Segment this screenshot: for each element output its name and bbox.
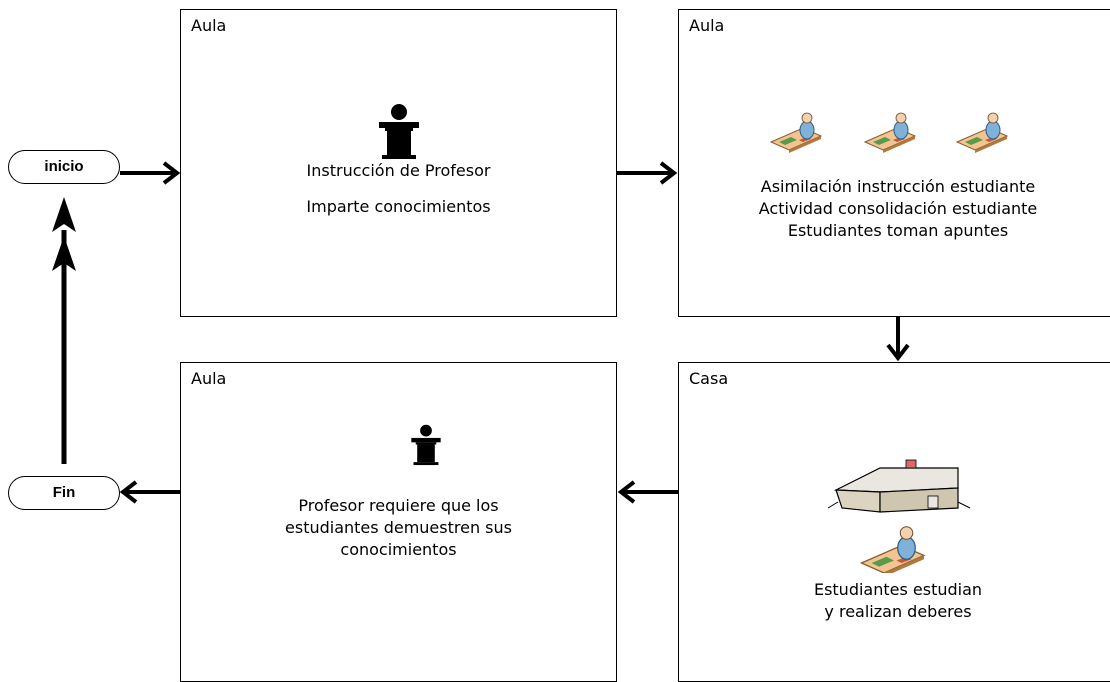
box-line: estudiantes demuestren sus [285,518,512,537]
start-label: inicio [44,158,84,175]
end-label: Fin [52,484,76,501]
box-home-study: Casa Estudiantes estudian y realizan deb… [678,362,1110,682]
box-line: Actividad consolidación estudiante [758,199,1038,218]
start-terminal: inicio [8,150,120,184]
box-location-label: Aula [689,16,725,35]
arrow-end-to-start [52,197,76,464]
box-student-activity: Aula Asimilación instrucción estudiante … [678,9,1110,317]
box-teacher-instruction: Aula Instrucción de Profesor Imparte con… [180,9,617,317]
box-location-label: Aula [191,369,227,388]
arrow-activity-to-home [886,317,910,362]
box-line: Estudiantes estudian [813,580,983,599]
box-line: Profesor requiere que los [298,496,499,515]
arrow-instruction-to-activity [617,161,678,185]
box-location-label: Aula [191,16,227,35]
box-line: Instrucción de Profesor [306,161,491,180]
connector-layer [52,161,910,504]
arrow-start-to-instruction [120,161,181,185]
box-line: y realizan deberes [824,602,972,621]
arrow-assessment-to-end [119,480,180,504]
box-line: conocimientos [340,540,457,559]
box-line: Estudiantes toman apuntes [787,221,1009,240]
box-line: Asimilación instrucción estudiante [760,177,1036,196]
box-location-label: Casa [689,369,729,388]
end-terminal: Fin [8,476,120,510]
arrow-home-to-assessment [617,480,678,504]
box-line: Imparte conocimientos [306,197,491,216]
